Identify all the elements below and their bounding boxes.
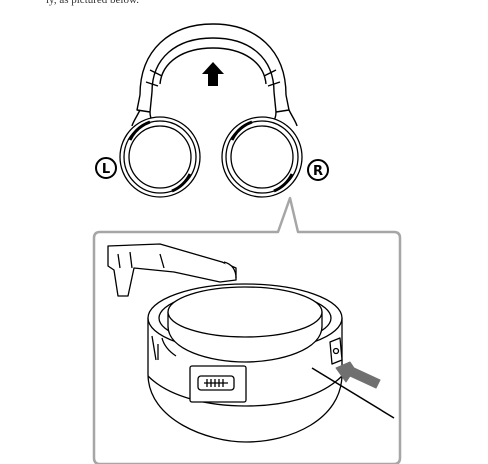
ear-cup-detail (107, 243, 343, 443)
instruction-text-fragment: ly, as pictured below. (46, 0, 139, 6)
pointing-arrow-icon (335, 361, 381, 389)
left-label-text: L (102, 162, 110, 177)
up-arrow-icon (202, 62, 224, 86)
left-ear-cup (119, 116, 201, 198)
pin-tool (311, 367, 395, 419)
left-side-label: L (95, 157, 117, 179)
right-ear-cup (221, 116, 303, 198)
right-side-label: R (307, 159, 329, 181)
right-label-text: R (313, 164, 323, 179)
